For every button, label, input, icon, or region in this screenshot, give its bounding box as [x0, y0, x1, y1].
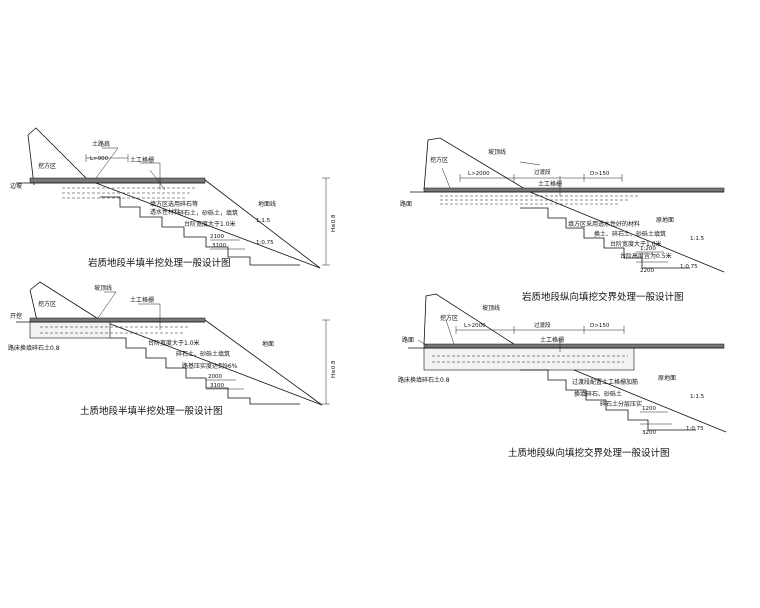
- replacement-zone: [29, 321, 111, 339]
- width-dimensions: [459, 174, 623, 182]
- label-ground: 原地面: [656, 216, 674, 224]
- label-b2: 3100: [212, 243, 226, 249]
- label-note1: 填方区采用透水性好的材料: [568, 220, 640, 228]
- label-left1: 开挖: [10, 312, 22, 320]
- label-width: L>900: [90, 156, 109, 162]
- label-b2: 2200: [640, 268, 654, 274]
- label-dig-zone: 挖方区: [38, 300, 56, 308]
- label-b2: 3200: [642, 430, 656, 436]
- width-dimensions: [455, 326, 625, 334]
- label-w2: 过渡段: [534, 321, 551, 329]
- label-slope2: 1:0.75: [256, 240, 274, 246]
- label-slope: 1:1.5: [690, 394, 705, 400]
- label-left: 路面: [400, 200, 412, 208]
- label-left2: 路床换填碎石土0.8: [398, 376, 450, 384]
- label-left: 边坡: [10, 182, 22, 190]
- label-note1: 台阶宽度大于1.0米: [148, 339, 200, 347]
- label-note2: 换填碎石、砂砾土: [574, 390, 622, 398]
- diagram-rock-longitudinal-transition: 挖方区 坡顶线 L>2000 过渡段 D>150 土工格栅 路面 填方区采用透水…: [400, 137, 725, 303]
- geogrid-layers: [432, 355, 628, 363]
- label-b1: 1:200: [640, 246, 656, 252]
- label-w3: D>150: [590, 323, 610, 329]
- steps: [520, 207, 690, 269]
- fill-slope: [204, 319, 323, 406]
- steps: [110, 337, 300, 405]
- geogrid-layers: [440, 195, 640, 205]
- label-height: H≥0.8: [331, 360, 337, 378]
- label-note4: 台阶高度宜为0.5米: [620, 252, 672, 260]
- label-dig-zone: 挖方区: [430, 156, 448, 164]
- label-b1: 2000: [208, 374, 222, 380]
- label-b1: 2100: [210, 234, 224, 240]
- steps: [100, 196, 300, 266]
- label-note1: 过渡段配置土工格栅加筋: [572, 378, 638, 386]
- steps: [520, 369, 696, 431]
- pavement-slab: [29, 177, 206, 184]
- label-geogrid: 土工格栅: [130, 296, 154, 304]
- pavement-slab: [29, 317, 206, 323]
- label-b1: 1200: [642, 406, 656, 412]
- label-road: 坡顶线: [482, 304, 500, 312]
- label-note3: 路基压实度达到96%: [182, 362, 238, 370]
- geogrid-layers: [62, 187, 195, 199]
- label-left: 路面: [402, 336, 414, 344]
- diagram-soil-longitudinal-transition: 挖方区 坡顶线 L>2000 过渡段 D>150 土工格栅 路面 路床换填碎石土…: [398, 293, 727, 459]
- diagram-title-tl: 岩质地段半填半挖处理一般设计图: [88, 257, 231, 269]
- diagram-rock-half-fill-half-cut: 土路肩 挖方区 L>900 土工格栅 边坡 填方区选用碎石等 透水性材料 碎石土…: [10, 127, 337, 269]
- label-b2: 3100: [210, 383, 224, 389]
- label-note2: 碎石土、砂砾土填筑: [176, 350, 230, 358]
- label-ground-line: 地面线: [258, 200, 276, 208]
- geogrid-layers: [40, 326, 190, 334]
- diagram-title-br: 土质地段纵向填挖交界处理一般设计图: [508, 447, 670, 459]
- label-slope1: 1:1.5: [256, 218, 271, 224]
- label-slope: 1:1.5: [690, 236, 705, 242]
- label-note2: 换土、碎石土、砂砾土填筑: [594, 230, 666, 238]
- label-dig-zone: 挖方区: [38, 162, 56, 170]
- pavement-slab: [423, 187, 725, 193]
- diagram-soil-half-fill-half-cut: 坡顶线 挖方区 土工格栅 开挖 路床换填碎石土0.8 台阶宽度大于1.0米 碎石…: [8, 281, 337, 417]
- label-w1: L>2000: [468, 171, 490, 177]
- height-dimension: [322, 177, 330, 266]
- label-left2: 路床换填碎石土0.8: [8, 344, 60, 352]
- label-w2: 过渡段: [534, 168, 551, 176]
- replacement-zone: [423, 347, 635, 371]
- label-geogrid: 土工格栅: [538, 180, 562, 188]
- label-road-shoulder: 土路肩: [92, 140, 110, 148]
- label-slope2: 1:0.75: [686, 426, 704, 432]
- label-note3: 台阶宽度大于1.0米: [610, 240, 662, 248]
- pavement-slab: [423, 343, 725, 349]
- label-note1: 填方区选用碎石等: [150, 200, 198, 208]
- diagram-title-bl: 土质地段半填半挖处理一般设计图: [80, 405, 223, 417]
- label-ground: 原地面: [658, 374, 676, 382]
- label-ground: 地面: [262, 340, 274, 348]
- label-dig-zone: 挖方区: [440, 314, 458, 322]
- label-w1: L>2000: [464, 323, 486, 329]
- label-slope2: 1:0.75: [680, 264, 698, 270]
- diagram-title-tr: 岩质地段纵向填挖交界处理一般设计图: [522, 291, 684, 303]
- hill-outline: [27, 127, 321, 269]
- label-note3: 碎石土分层压实: [600, 400, 642, 408]
- label-geogrid: 土工格栅: [540, 336, 564, 344]
- fill-slope: [204, 179, 321, 269]
- label-note2: 透水性材料: [150, 208, 180, 216]
- label-road: 坡顶线: [94, 284, 112, 292]
- hill-outline: [423, 137, 725, 273]
- label-w3: D>150: [590, 171, 610, 177]
- label-height: H≥0.8: [331, 214, 337, 232]
- label-geogrid: 土工格栅: [130, 156, 154, 164]
- label-road: 坡顶线: [488, 148, 506, 156]
- label-note3: 碎石土，砂砾土，填筑: [178, 209, 238, 217]
- label-note4: 台阶宽度大于1.0米: [184, 220, 236, 228]
